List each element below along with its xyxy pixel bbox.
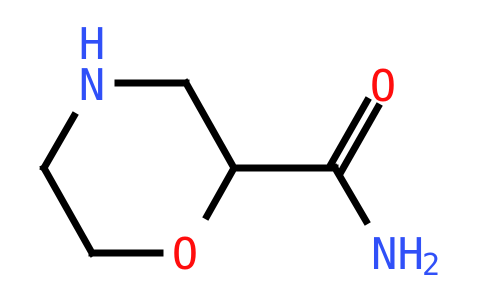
ring-oxygen-label: O xyxy=(172,229,199,280)
ring-hydrogen-label: H xyxy=(79,19,106,70)
bonds xyxy=(39,78,383,258)
carbonyl-oxygen-label: O xyxy=(370,61,397,112)
bond-c-left-n xyxy=(39,111,79,173)
amide-subscript-label: 2 xyxy=(422,248,440,283)
bond-carbonyl-double-2 xyxy=(336,102,383,177)
bond-c-top-c2 xyxy=(181,78,239,173)
bond-c2-o-ring xyxy=(202,163,239,221)
bond-carbonyl-double-1 xyxy=(325,96,372,171)
amide-nitrogen-label: NH xyxy=(371,229,424,280)
ring-nitrogen-label: N xyxy=(79,60,106,111)
atom-labels: H N O O NH 2 xyxy=(79,19,440,283)
bond-c-bottom-c-left xyxy=(39,163,97,258)
bond-carbonyl-c-amide-n xyxy=(330,163,371,226)
